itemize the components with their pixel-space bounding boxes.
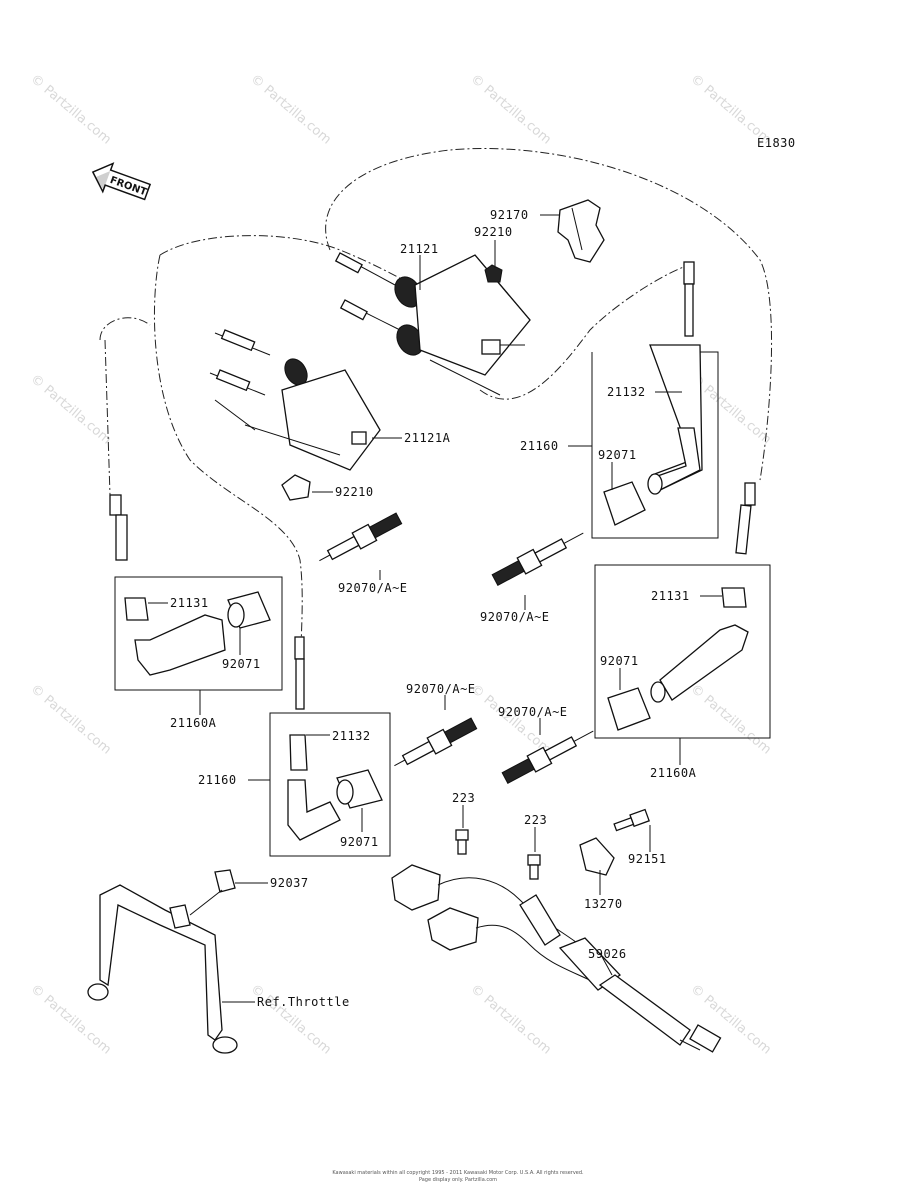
clamp-92170 xyxy=(557,199,605,263)
watermark: © Partzilla.com xyxy=(27,372,113,448)
watermark: © Partzilla.com xyxy=(27,682,113,758)
label-92071-left: 92071 xyxy=(222,657,261,671)
diagram-code: E1830 xyxy=(757,136,796,150)
watermark: © Partzilla.com xyxy=(27,72,113,148)
label-92071-center: 92071 xyxy=(340,835,379,849)
spark-plug-lower-right xyxy=(501,730,594,784)
watermark: © Partzilla.com xyxy=(467,982,553,1058)
throttle-cable-bracket xyxy=(87,869,238,1054)
label-92151: 92151 xyxy=(628,852,667,866)
label-92071-right: 92071 xyxy=(600,654,639,668)
label-21160-upper: 21160 xyxy=(520,439,559,453)
label-21132-upper: 21132 xyxy=(607,385,646,399)
leader-lines xyxy=(148,214,722,1003)
plug-cap-assembly-center xyxy=(269,712,391,857)
label-21131-right: 21131 xyxy=(651,589,690,603)
watermark: © Partzilla.com xyxy=(687,982,773,1058)
label-92210-rear: 92210 xyxy=(474,225,513,239)
label-21160-center: 21160 xyxy=(198,773,237,787)
label-92071-upper: 92071 xyxy=(598,448,637,462)
plug-cap-assembly-upper-right xyxy=(591,344,719,539)
spark-plug-upper-right xyxy=(491,532,584,586)
plug-cap-assembly-lower-right xyxy=(594,564,771,739)
watermark: © Partzilla.com xyxy=(467,72,553,148)
spark-plug-center xyxy=(394,717,478,767)
watermark: © Partzilla.com xyxy=(467,682,553,758)
plug-wire-rear-right xyxy=(683,261,695,337)
grommet-92210-front xyxy=(281,474,311,501)
label-59026: 59026 xyxy=(588,947,627,961)
bolt-223-a xyxy=(455,829,469,855)
label-92070-lower-right: 92070/A~E xyxy=(498,705,568,719)
plug-cap-assembly-left xyxy=(114,576,283,691)
grommet-92210-rear xyxy=(484,264,503,283)
label-21160A-left: 21160A xyxy=(170,716,217,730)
copyright-line-2: Page display only. Partzilla.com xyxy=(419,1177,497,1183)
pickup-coil-harness-59026 xyxy=(391,864,722,1053)
label-21121: 21121 xyxy=(400,242,439,256)
label-ref-throttle: Ref.Throttle xyxy=(257,995,350,1009)
label-92170: 92170 xyxy=(490,208,529,222)
label-92037: 92037 xyxy=(270,876,309,890)
label-21121A: 21121A xyxy=(404,431,451,445)
label-21131-left: 21131 xyxy=(170,596,209,610)
spark-plug-upper-left xyxy=(319,512,403,562)
part-labels: 92170 92210 21121 21121A 92210 21132 211… xyxy=(170,208,697,1009)
label-223-a: 223 xyxy=(452,791,475,805)
plug-wire-center xyxy=(294,636,305,710)
bolt-92151 xyxy=(613,808,650,832)
bolt-223-b xyxy=(527,854,541,880)
ignition-coil-front xyxy=(209,329,381,471)
watermark: © Partzilla.com xyxy=(687,682,773,758)
plug-wire-left xyxy=(109,494,128,561)
label-21160A-right: 21160A xyxy=(650,766,697,780)
label-92070-upper-left: 92070/A~E xyxy=(338,581,408,595)
watermark: © Partzilla.com xyxy=(247,982,333,1058)
copyright-line-1: Kawasaki materials within all copyright … xyxy=(332,1170,584,1176)
label-13270: 13270 xyxy=(584,897,623,911)
plug-wire-right-lower xyxy=(735,482,756,555)
clamp-13270 xyxy=(579,837,615,876)
watermark: © Partzilla.com xyxy=(247,72,333,148)
ignition-coil-rear xyxy=(334,252,531,396)
label-223-b: 223 xyxy=(524,813,547,827)
label-92070-upper-right: 92070/A~E xyxy=(480,610,550,624)
label-92070-center: 92070/A~E xyxy=(406,682,476,696)
front-arrow-icon: FRONT xyxy=(91,162,152,201)
label-92210-front: 92210 xyxy=(335,485,374,499)
label-21132-center: 21132 xyxy=(332,729,371,743)
